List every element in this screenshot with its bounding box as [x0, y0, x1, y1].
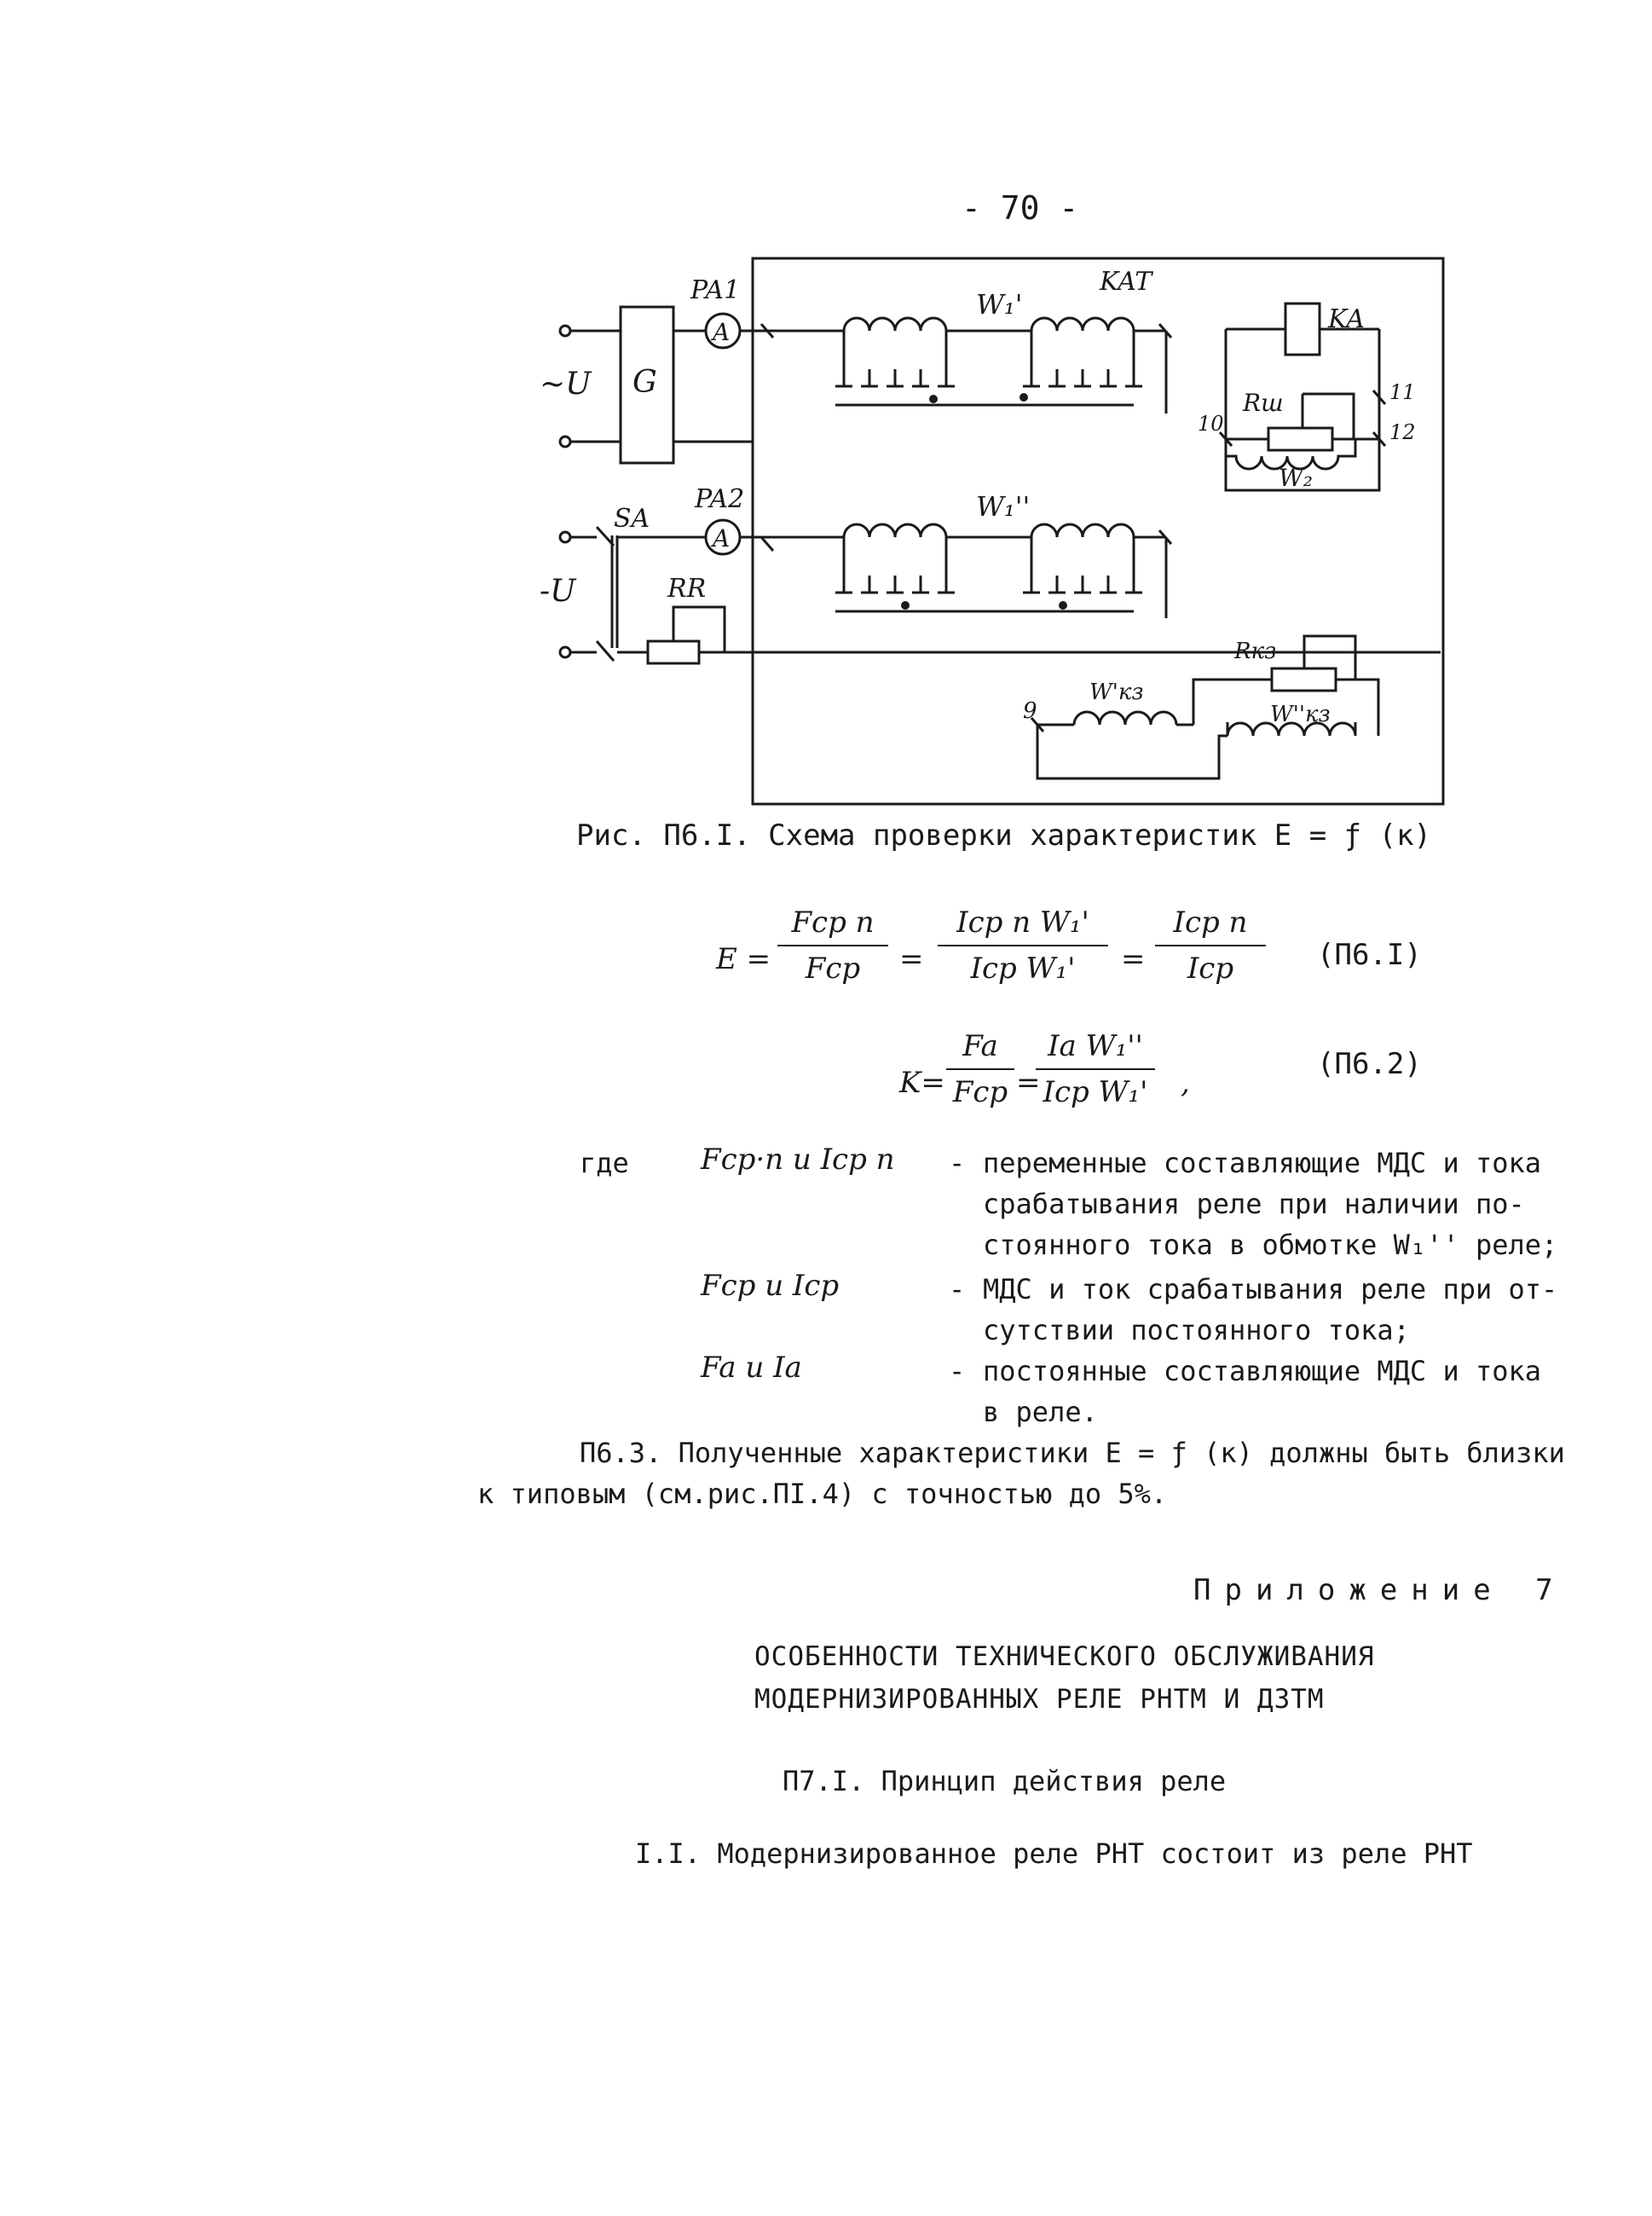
label-relay-ka: KA [1327, 304, 1365, 334]
formula-1-eq-2: = [899, 942, 924, 976]
relay-ka-coil [1284, 302, 1321, 356]
formula-2-frac-1: Fa Fср [946, 1029, 1014, 1109]
appendix-section-title: П7.I. Принцип действия реле [783, 1765, 1227, 1797]
label-terminal-9: 9 [1023, 698, 1037, 724]
formula-2-comma: , [1181, 1066, 1190, 1100]
appendix-item: I.I. Модернизированное реле РНТ состоит … [635, 1837, 1473, 1870]
formula-2-frac-2-den: Iср W₁' [1043, 1075, 1148, 1109]
formula-1-frac-1: Fср п Fср [777, 905, 888, 986]
formula-2-eq-2: = [1016, 1066, 1041, 1100]
label-source-dc: -U [540, 574, 577, 609]
label-generator: G [632, 365, 657, 400]
def-2-line-2: сутствии постоянного тока; [983, 1314, 1410, 1346]
label-switch: SA [614, 504, 650, 534]
label-wk3-double: W''кз [1270, 702, 1331, 727]
def-1-dash: - [949, 1147, 966, 1179]
label-relay-block: KAT [1099, 267, 1153, 297]
resistor-rw [1267, 426, 1334, 452]
appendix-title-line-2: МОДЕРНИЗИРОВАННЫХ РЕЛЕ РНТМ И ДЗТМ [754, 1684, 1325, 1715]
def-3-dash: - [949, 1355, 966, 1387]
label-pa2-symbol: A [710, 524, 730, 553]
formula-2-frac-1-den: Fср [952, 1075, 1008, 1109]
formula-2-number: (П6.2) [1317, 1047, 1422, 1081]
label-terminal-11: 11 [1389, 380, 1416, 404]
formula-1-lhs: E = [716, 942, 771, 976]
def-1-line-2: срабатывания реле при наличии по- [983, 1188, 1525, 1220]
label-pa1-symbol: A [710, 318, 730, 346]
label-rk3: Rкз [1233, 639, 1276, 664]
relay-block-frame [751, 257, 1445, 806]
label-pa2: PA2 [694, 484, 744, 514]
def-1-symbol: Fср·п и Iср п [701, 1143, 895, 1177]
formula-1-frac-1-den: Fср [805, 952, 861, 986]
paragraph-p63-line-1: П6.3. Полученные характеристики E = ƒ (к… [580, 1437, 1565, 1469]
label-w1-double: W₁'' [976, 490, 1030, 523]
def-3-symbol: Fa и Ia [701, 1351, 802, 1385]
def-3-line-2: в реле. [983, 1396, 1098, 1428]
appendix-label: Приложение 7 [1193, 1573, 1567, 1607]
def-1-line-3: стоянного тока в обмотке W₁'' реле; [983, 1229, 1558, 1261]
circuit-diagram: ~U -U G PA1 A PA2 A SA RR KAT KA W₁' W₁'… [540, 257, 1445, 806]
label-rheostat: RR [667, 574, 706, 604]
appendix-title-line-1: ОСОБЕННОСТИ ТЕХНИЧЕСКОГО ОБСЛУЖИВАНИЯ [754, 1641, 1375, 1672]
def-2-line-1: МДС и ток срабатывания реле при от- [983, 1273, 1558, 1305]
formula-1-frac-3: Iср п Iср [1155, 905, 1266, 986]
generator-box [619, 305, 675, 465]
formula-1-number: (П6.I) [1317, 938, 1422, 972]
formula-2-frac-2-num: Ia W₁'' [1036, 1029, 1155, 1070]
label-source-ac: ~U [540, 367, 592, 402]
label-w2: W₂ [1279, 464, 1313, 492]
formula-1-frac-3-num: Iср п [1155, 905, 1266, 946]
formula-2-lhs: K= [899, 1066, 945, 1100]
formula-1-eq-3: = [1121, 942, 1146, 976]
formula-1-frac-1-num: Fср п [777, 905, 888, 946]
definitions-where: где [580, 1147, 629, 1179]
formula-1-frac-2-num: Iср п W₁' [938, 905, 1108, 946]
label-wk3-prime: W'кз [1089, 680, 1144, 705]
formula-2-frac-2: Ia W₁'' Iср W₁' [1036, 1029, 1155, 1109]
def-2-symbol: Fср и Iср [701, 1269, 840, 1303]
label-rw: Rш [1242, 389, 1284, 417]
page-number: - 70 - [962, 189, 1079, 227]
formula-1-frac-2: Iср п W₁' Iср W₁' [938, 905, 1108, 986]
rheostat-rr [646, 639, 701, 665]
label-terminal-10: 10 [1198, 412, 1224, 436]
label-terminal-12: 12 [1389, 420, 1416, 444]
label-pa1: PA1 [690, 275, 740, 305]
resistor-rk3 [1270, 667, 1337, 692]
def-2-dash: - [949, 1273, 966, 1305]
def-1-line-1: переменные составляющие МДС и тока [983, 1147, 1542, 1179]
paragraph-p63-line-2: к типовым (см.рис.ПI.4) с точностью до 5… [477, 1478, 1168, 1510]
formula-1-frac-3-den: Iср [1187, 952, 1234, 986]
figure-caption: Рис. П6.I. Схема проверки характеристик … [576, 819, 1432, 853]
formula-1-frac-2-den: Iср W₁' [970, 952, 1076, 986]
def-3-line-1: постоянные составляющие МДС и тока [983, 1355, 1542, 1387]
formula-2-frac-1-num: Fa [946, 1029, 1014, 1070]
label-w1-prime: W₁' [976, 288, 1023, 321]
